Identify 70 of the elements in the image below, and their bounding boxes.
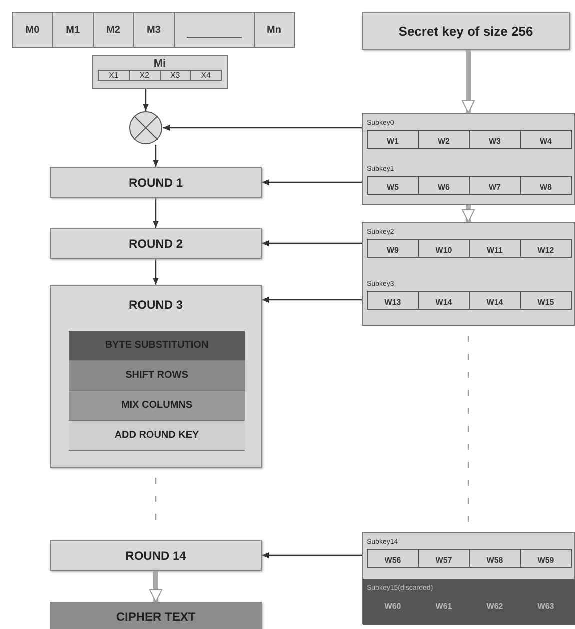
word-cell: W57: [419, 550, 470, 567]
arrow: [262, 297, 362, 303]
arrow: [462, 205, 475, 222]
dashed-connector: [468, 336, 470, 522]
word-cell: X2: [130, 71, 160, 80]
round-box: [50, 285, 262, 468]
block-label: M0: [13, 13, 54, 47]
arrow: [262, 180, 362, 186]
arrow: [150, 571, 162, 602]
box-title: ROUND 1: [128, 176, 183, 190]
arrow: [153, 259, 159, 285]
word-cell: W56: [368, 550, 419, 567]
block-title: Mi: [154, 58, 166, 70]
word-cell: X3: [160, 71, 192, 80]
word-cell: W3: [470, 131, 521, 148]
word-cell: W11: [470, 240, 521, 257]
word-cell: W1: [368, 131, 419, 148]
word-cell-text: W8: [539, 182, 553, 194]
round-box: [50, 167, 262, 198]
arrow: [153, 198, 159, 228]
word-cell: W61: [419, 596, 470, 613]
round-step: ADD ROUND KEY: [69, 421, 245, 451]
word-cell-text: W59: [536, 555, 556, 567]
block-box: [92, 55, 228, 89]
arrow: [163, 125, 362, 131]
subkey-group: [362, 113, 575, 205]
arrow: [153, 145, 159, 167]
word-cell: W7: [470, 177, 521, 194]
word-cell: W10: [419, 240, 470, 257]
subkey-row: [363, 579, 575, 625]
word-cell: W14: [470, 292, 521, 309]
box-title: ROUND 14: [126, 548, 186, 562]
word-cell: W5: [368, 177, 419, 194]
round-box: [50, 540, 262, 571]
output-box: [50, 602, 262, 629]
box-title: ROUND 3: [128, 298, 183, 312]
word-cell: X1: [99, 71, 130, 80]
block-label: Mn: [266, 24, 282, 38]
word-cell: W62: [470, 596, 521, 613]
word-cell: W60: [368, 596, 419, 613]
arrow: [143, 89, 149, 111]
round-step: SHIFT ROWS: [69, 361, 245, 391]
word-cell-text: W4: [539, 136, 553, 148]
message-blocks-strip: [12, 12, 295, 48]
round-step: BYTE SUBSTITUTION: [69, 331, 245, 361]
subkey-group: [362, 532, 575, 624]
block-label: M2: [94, 13, 134, 47]
block-label: M1: [53, 13, 94, 47]
key-box: [362, 12, 570, 50]
round-step: MIX COLUMNS: [69, 391, 245, 421]
word-cell: W2: [419, 131, 470, 148]
subkey-group: [362, 222, 575, 326]
word-cell: W14: [419, 292, 470, 309]
box-title: ROUND 2: [128, 236, 183, 250]
word-cell-text: W63: [536, 601, 556, 613]
arrow: [262, 240, 362, 246]
round-box: [50, 228, 262, 259]
word-cell: W9: [368, 240, 419, 257]
word-cell: W58: [470, 550, 521, 567]
block-label: M3: [134, 13, 175, 47]
word-cell: W13: [368, 292, 419, 309]
box-title: CIPHER TEXT: [116, 610, 196, 624]
arrow: [262, 552, 362, 558]
box-title: Secret key of size 256: [398, 24, 534, 38]
word-cell-text: W15: [536, 297, 556, 309]
xor-circle: [129, 111, 163, 145]
word-cell-text: W12: [536, 245, 556, 257]
arrow: [462, 50, 475, 114]
word-cell-text: X4: [200, 71, 212, 80]
word-cell: W6: [419, 177, 470, 194]
